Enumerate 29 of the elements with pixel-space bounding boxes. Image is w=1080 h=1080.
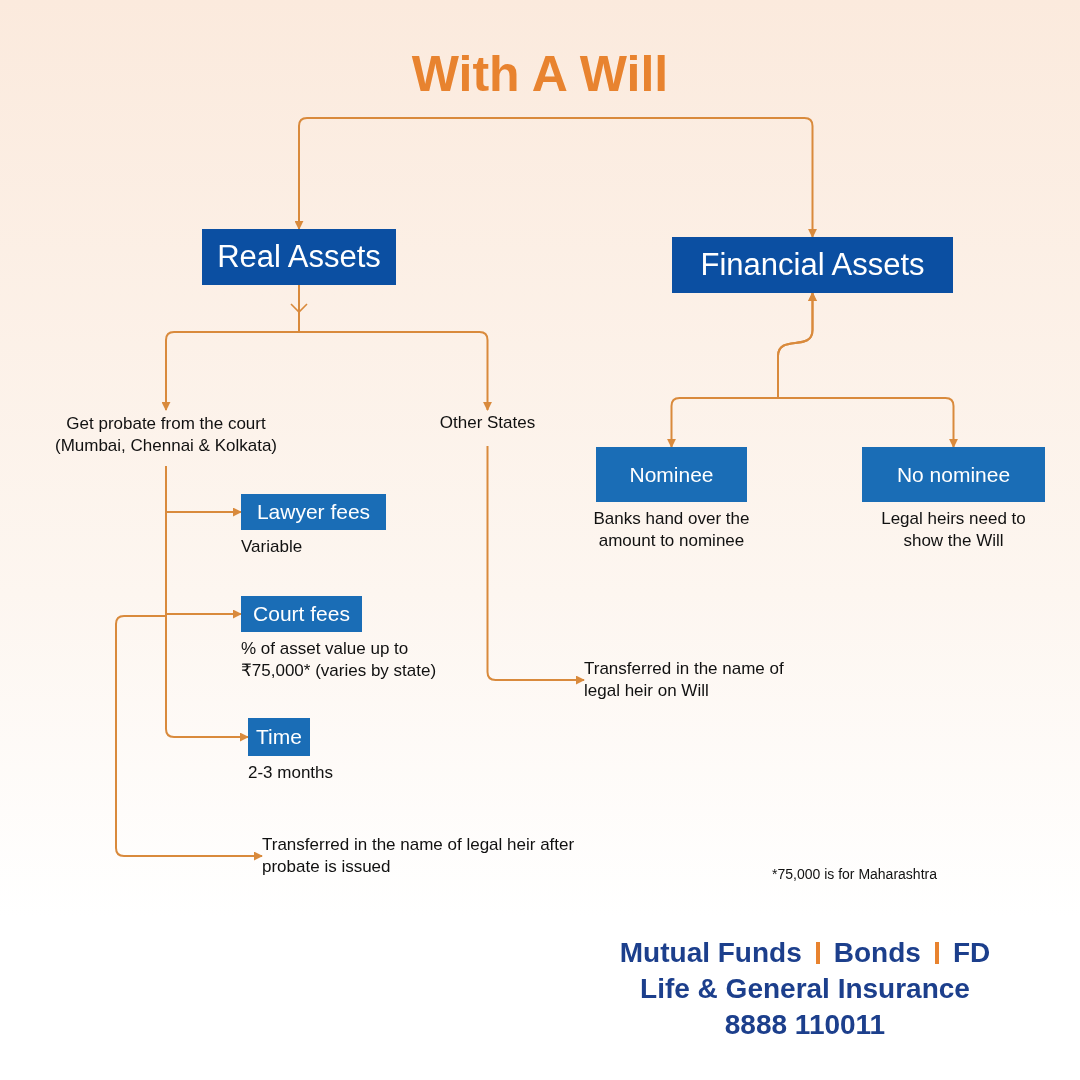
arrow xyxy=(777,292,958,448)
service-text: Mutual Funds xyxy=(619,937,802,969)
note-text: Variable xyxy=(241,536,304,558)
step-text: Transferred in the name of legal heir after probate is issued xyxy=(262,832,602,880)
arrow xyxy=(486,445,585,685)
title: With A Will xyxy=(410,45,670,104)
service-text: Bonds xyxy=(833,937,921,969)
service-text: Life & General Insurance xyxy=(640,973,970,1005)
phone-number: 8888 110011 xyxy=(724,1009,886,1041)
category-box: No nominee xyxy=(862,447,1045,502)
arrow xyxy=(115,465,263,861)
arrow xyxy=(298,284,492,411)
category-box: Time xyxy=(248,718,310,756)
note-text: Banks hand over the amount to nominee xyxy=(592,508,751,553)
step-text: Get probate from the court (Mumbai, Chennai & Kolkata) xyxy=(30,410,302,460)
arrow xyxy=(294,117,556,230)
note-text: Legal heirs need to show the Will xyxy=(880,508,1027,553)
note-text: 2-3 months xyxy=(248,762,335,784)
step-text: Other States xyxy=(425,410,550,436)
note-text: % of asset value up to ₹75,000* (varies by state) xyxy=(241,638,438,683)
service-text: FD xyxy=(952,937,991,969)
category-box: Lawyer fees xyxy=(241,494,386,530)
step-text: Transferred in the name of legal heir on Will xyxy=(584,656,814,704)
category-box: Real Assets xyxy=(202,229,396,285)
category-box: Nominee xyxy=(596,447,747,502)
footnote: *75,000 is for Maharashtra xyxy=(772,866,937,882)
category-box: Court fees xyxy=(241,596,362,632)
category-box: Financial Assets xyxy=(672,237,953,293)
arrow xyxy=(554,117,817,238)
